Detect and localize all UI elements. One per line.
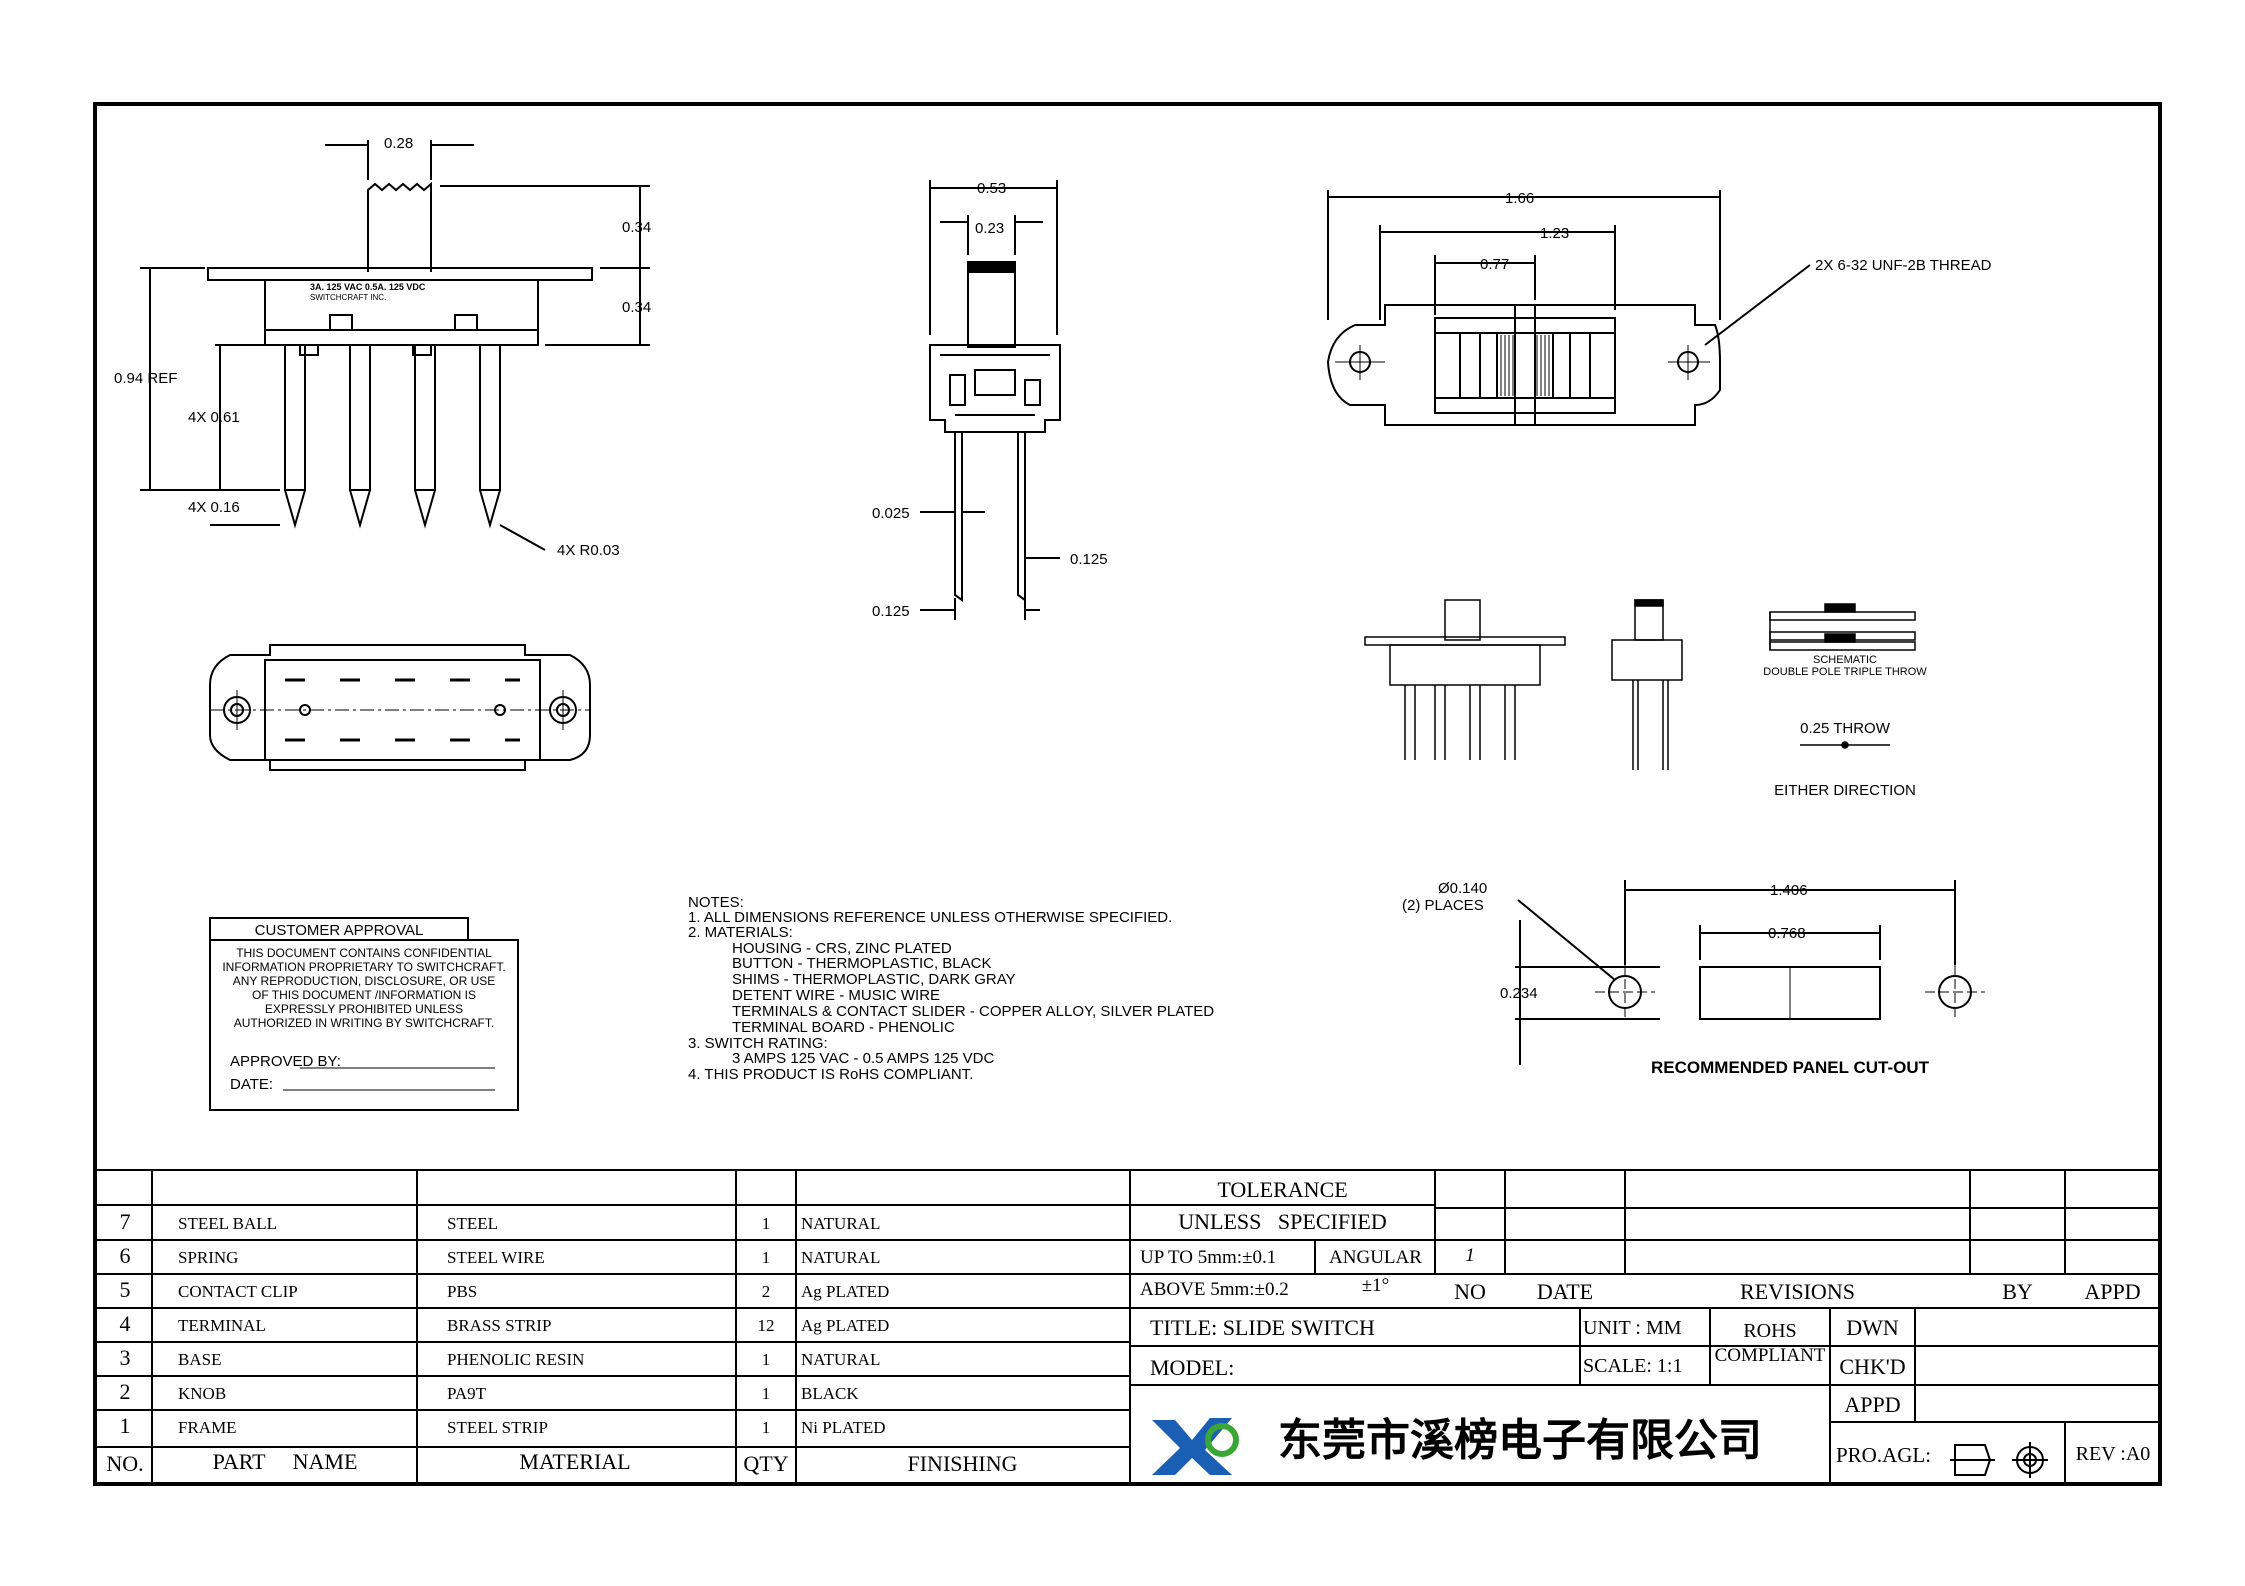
schematic-direction: EITHER DIRECTION <box>1774 782 1916 799</box>
front-knob-width: 0.28 <box>384 135 413 152</box>
cutout-hole-spacing: 1.406 <box>1770 882 1808 899</box>
front-view <box>140 140 650 551</box>
note-line: DETENT WIRE - MUSIC WIRE <box>732 987 940 1004</box>
top-slot-len: 0.77 <box>1480 256 1509 273</box>
front-knob-height-1: 0.34 <box>622 219 651 236</box>
note-line: NOTES: <box>688 894 744 911</box>
front-body-text-2: SWITCHCRAFT INC. <box>310 293 386 302</box>
small-side-view <box>1611 599 1683 770</box>
titleblock-grid <box>1130 1170 2160 1484</box>
top-overall-len: 1.66 <box>1505 190 1534 207</box>
cutout-slot-width: 0.768 <box>1768 925 1806 942</box>
note-line: BUTTON - THERMOPLASTIC, BLACK <box>732 955 992 972</box>
top-thread-note: 2X 6-32 UNF-2B THREAD <box>1815 257 1992 274</box>
company-logo <box>1152 1418 1239 1475</box>
front-overall-ref: 0.94 REF <box>114 370 177 387</box>
side-terminal-thk: 0.025 <box>872 505 910 522</box>
schematic-title-1: SCHEMATIC <box>1813 654 1877 666</box>
approval-text: EXPRESSLY PROHIBITED UNLESS <box>265 1002 463 1016</box>
sheet-border <box>93 102 2162 1486</box>
approval-text: THIS DOCUMENT CONTAINS CONFIDENTIAL <box>236 946 492 960</box>
front-terminal-radius: 4X R0.03 <box>557 542 620 559</box>
side-terminal-gap: 0.125 <box>872 603 910 620</box>
schematic-title-2: DOUBLE POLE TRIPLE THROW <box>1763 666 1927 678</box>
schematic <box>1769 603 1916 749</box>
note-line: 2. MATERIALS: <box>688 924 793 941</box>
cutout-hole-dia: Ø0.140 <box>1438 880 1487 897</box>
small-front-view <box>1364 599 1566 760</box>
side-knob-width: 0.23 <box>975 220 1004 237</box>
note-line: 1. ALL DIMENSIONS REFERENCE UNLESS OTHER… <box>688 909 1172 926</box>
front-knob-height-2: 0.34 <box>622 299 651 316</box>
note-line: 4. THIS PRODUCT IS RoHS COMPLIANT. <box>688 1066 973 1083</box>
approval-text: AUTHORIZED IN WRITING BY SWITCHCRAFT. <box>234 1016 494 1030</box>
note-line: TERMINALS & CONTACT SLIDER - COPPER ALLO… <box>732 1003 1214 1020</box>
cutout-hole-qty: (2) PLACES <box>1402 897 1484 914</box>
note-line: TERMINAL BOARD - PHENOLIC <box>732 1019 955 1036</box>
customer-approval-title: CUSTOMER APPROVAL <box>255 922 424 939</box>
note-line: 3. SWITCH RATING: <box>688 1035 828 1052</box>
approval-text: INFORMATION PROPRIETARY TO SWITCHCRAFT. <box>222 960 505 974</box>
projection-symbol-icon <box>1950 1442 2048 1478</box>
panel-cutout <box>1515 880 1985 1065</box>
bom-grid <box>95 1170 1131 1484</box>
cutout-height: 0.234 <box>1500 985 1538 1002</box>
front-body-text-1: 3A. 125 VAC 0.5A. 125 VDC <box>310 282 426 292</box>
bottom-view <box>209 644 591 771</box>
approval-text: OF THIS DOCUMENT /INFORMATION IS <box>252 988 476 1002</box>
note-line: 3 AMPS 125 VAC - 0.5 AMPS 125 VDC <box>732 1050 995 1067</box>
side-terminal-width: 0.125 <box>1070 551 1108 568</box>
side-overall-width: 0.53 <box>977 180 1006 197</box>
front-terminal-tip: 4X 0.16 <box>188 499 240 516</box>
approval-text: ANY REPRODUCTION, DISCLOSURE, OR USE <box>233 974 496 988</box>
approved-by-label: APPROVED BY: <box>230 1053 341 1070</box>
top-view <box>1326 190 1811 426</box>
schematic-throw: 0.25 THROW <box>1800 720 1891 737</box>
top-hole-spacing: 1.23 <box>1540 225 1569 242</box>
side-view <box>920 180 1061 620</box>
cutout-caption: RECOMMENDED PANEL CUT-OUT <box>1651 1058 1930 1077</box>
note-line: SHIMS - THERMOPLASTIC, DARK GRAY <box>732 971 1016 988</box>
note-line: HOUSING - CRS, ZINC PLATED <box>732 940 952 957</box>
customer-approval-box <box>209 917 519 1111</box>
front-terminal-len: 4X 0.61 <box>188 409 240 426</box>
date-label: DATE: <box>230 1076 273 1093</box>
notes-block: NOTES: 1. ALL DIMENSIONS REFERENCE UNLES… <box>688 894 1214 1083</box>
